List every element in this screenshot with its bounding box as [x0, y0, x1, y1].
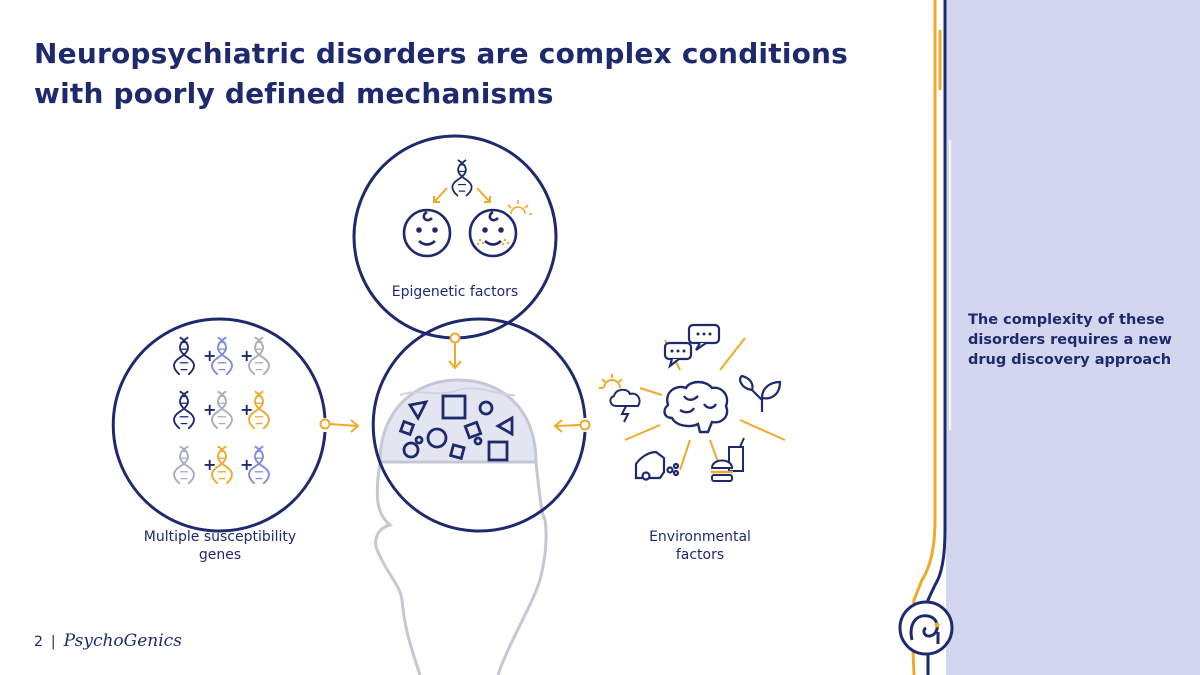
genes-circle: + + + + + + [111, 317, 360, 533]
head-icon [374, 378, 548, 675]
footer-separator: | [50, 634, 56, 650]
svg-text:+: + [203, 400, 216, 419]
leaf-icon [739, 374, 782, 412]
car-icon [634, 450, 680, 481]
page-number: 2 [34, 634, 43, 650]
svg-text:+: + [203, 455, 216, 474]
svg-text:+: + [203, 346, 216, 365]
footer: 2 | PsychoGenics [34, 631, 182, 651]
environmental-circle [371, 317, 786, 533]
side-panel [946, 0, 1200, 675]
epigenetic-label: Epigenetic factors [391, 284, 519, 300]
decorative-lines [911, 0, 951, 675]
baby-face-icon [468, 208, 518, 258]
sun-icon [507, 200, 532, 215]
fast-food-icon [710, 437, 745, 482]
epigenetic-circle [352, 134, 558, 370]
speech-bubble-icon [663, 323, 721, 369]
brain-icon [663, 380, 729, 434]
dna-grid: + + + + + + [173, 336, 270, 485]
genes-label: Multiple susceptibility genes [143, 529, 297, 563]
weather-icon [599, 374, 641, 423]
slide-title: Neuropsychiatric disorders are complex c… [34, 37, 849, 110]
logo-icon [898, 600, 954, 656]
svg-text:+: + [240, 455, 253, 474]
brand-name: PsychoGenics [63, 631, 182, 651]
environmental-label: Environmental factors [649, 529, 751, 563]
svg-text:+: + [240, 346, 253, 365]
callout-text: The complexity of these disorders requir… [968, 312, 1172, 368]
svg-text:+: + [240, 400, 253, 419]
baby-face-icon [402, 208, 452, 258]
